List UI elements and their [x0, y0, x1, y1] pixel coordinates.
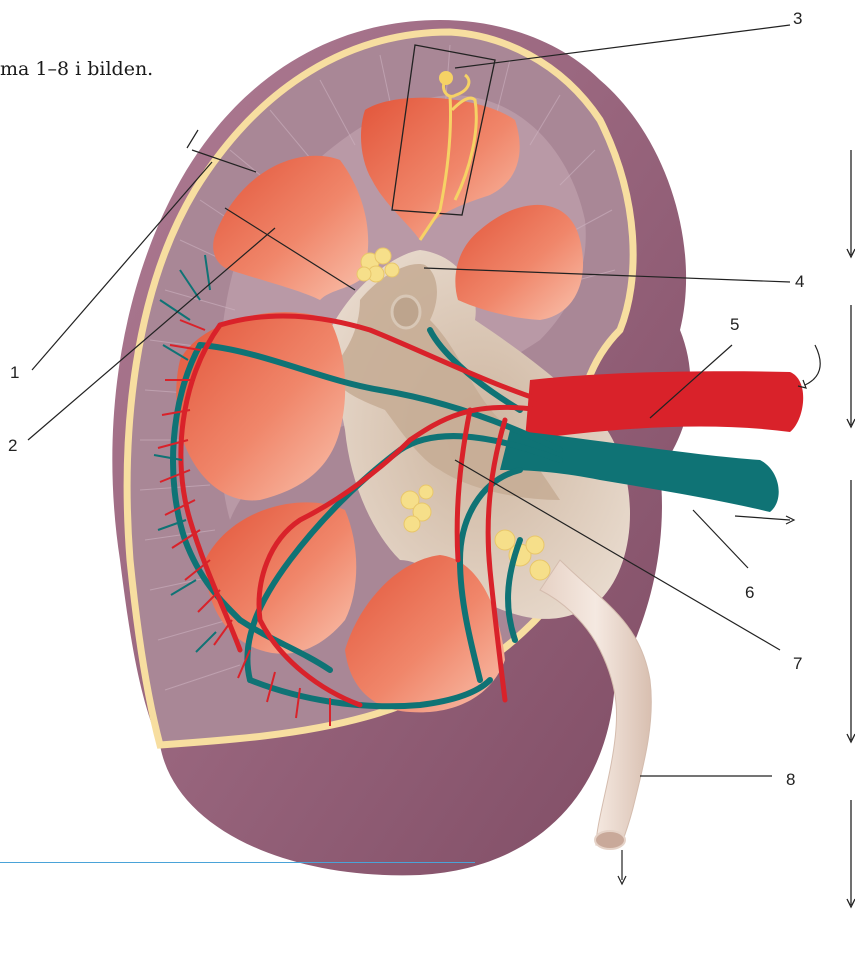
label-8: 8	[786, 771, 795, 788]
label-4: 4	[795, 273, 804, 290]
label-3: 3	[793, 10, 802, 27]
divider-rule	[0, 862, 475, 863]
label-7: 7	[793, 655, 802, 672]
label-2: 2	[8, 437, 17, 454]
label-5: 5	[730, 316, 739, 333]
right-arrows	[847, 150, 855, 907]
label-1: 1	[10, 364, 19, 381]
label-6: 6	[745, 584, 754, 601]
